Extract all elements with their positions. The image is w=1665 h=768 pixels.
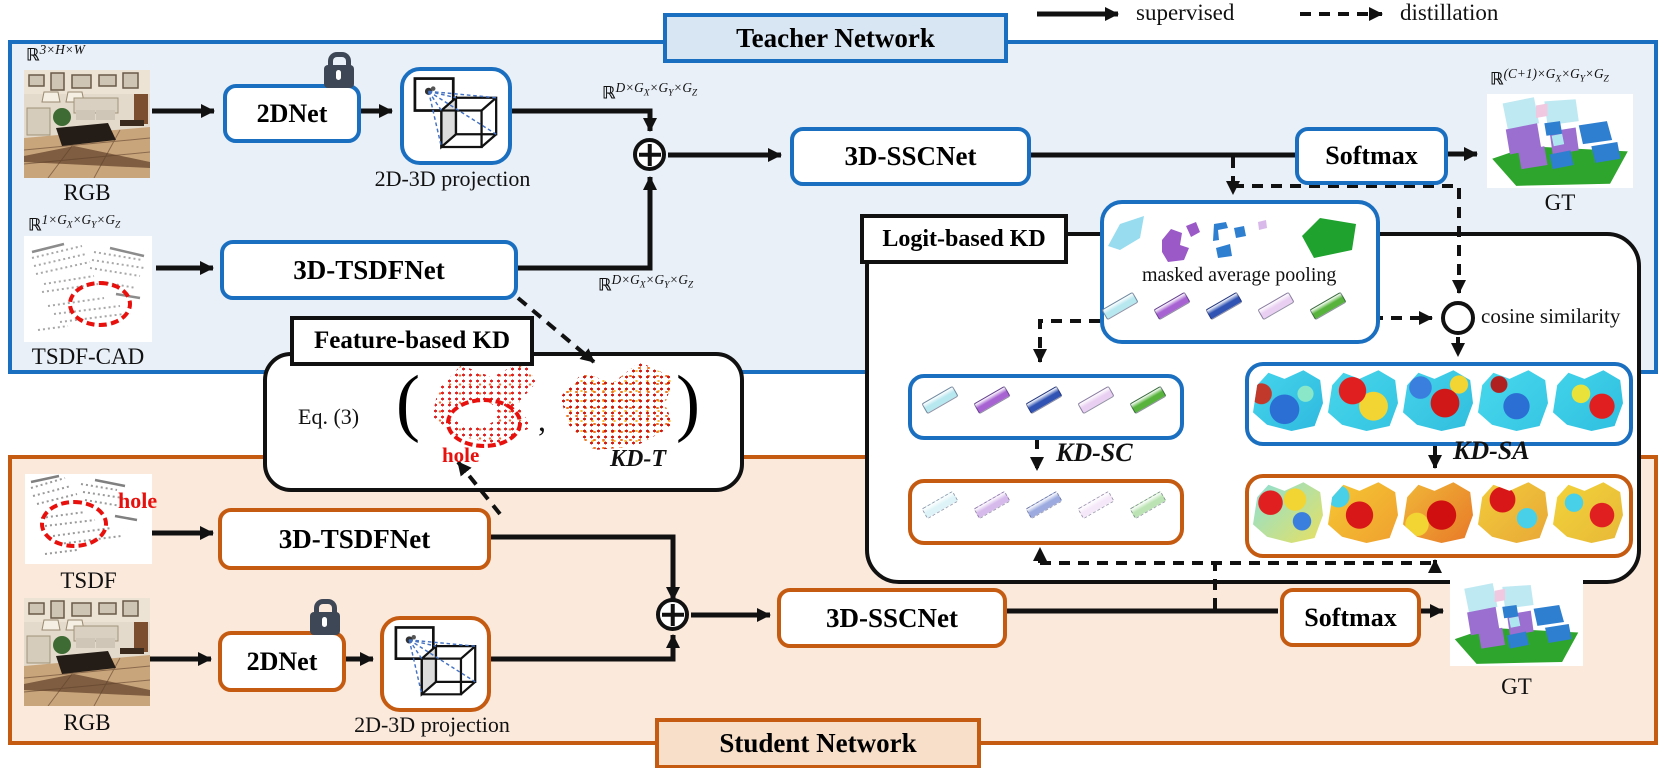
class-vector-bar <box>1025 490 1063 520</box>
arrow-projection-to-sum-teacher <box>504 108 657 132</box>
kdsc-label: KD-SC <box>1056 438 1133 467</box>
teacher-gt-image <box>1487 94 1633 188</box>
student-projection-label: 2D-3D projection <box>354 712 510 737</box>
arrow-projection-to-sum-student <box>483 634 680 662</box>
teacher-tsdfcad-label: TSDF-CAD <box>31 344 145 369</box>
feature-kd-kdt-label: KD-T <box>610 446 666 472</box>
similarity-heatmap <box>1478 482 1548 543</box>
arrow-tsdfnet-to-sum-teacher <box>510 176 657 271</box>
teacher-hole-ellipse <box>68 281 132 327</box>
logit-kd-title: Logit-based KD <box>860 214 1068 264</box>
class-vector-bar <box>973 385 1011 415</box>
teacher-tsdfnet-box: 3D-TSDFNet <box>220 240 518 300</box>
kdsc-teacher-bars <box>916 378 1176 428</box>
similarity-heatmap <box>1253 370 1323 431</box>
student-network-banner: Student Network <box>655 718 981 768</box>
similarity-heatmap <box>1553 482 1623 543</box>
class-vector-bar <box>1309 291 1347 321</box>
student-gt-label: GT <box>1501 674 1532 699</box>
teacher-tsdf-feat-dim: ℝD×GX×GY×GZ <box>598 272 694 296</box>
class-vector-bar <box>1153 291 1191 321</box>
teacher-tsdf-dim: ℝ1×GX×GY×GZ <box>28 212 121 236</box>
student-rgb-label: RGB <box>63 710 111 735</box>
student-rgb-image <box>23 598 151 707</box>
class-vector-bar <box>1101 291 1139 321</box>
projection-icon <box>413 77 498 150</box>
feature-kd-open-paren: ( <box>396 360 420 444</box>
class-mask-icons <box>1108 216 1356 262</box>
student-tsdfnet-box: 3D-TSDFNet <box>218 508 491 570</box>
kdsa-teacher-heatmaps <box>1245 369 1625 433</box>
mask-floor-icon <box>1302 218 1356 258</box>
similarity-heatmap <box>1553 370 1623 431</box>
legend-distillation-label: distillation <box>1400 0 1499 25</box>
student-tsdf-label: TSDF <box>60 568 117 593</box>
feature-kd-hole-label: hole <box>442 443 480 467</box>
similarity-heatmap <box>1403 482 1473 543</box>
teacher-projection-label: 2D-3D projection <box>374 166 531 191</box>
kdsa-label: KD-SA <box>1453 436 1530 465</box>
class-vector-bar <box>921 385 959 415</box>
feature-kd-title: Feature-based KD <box>290 316 534 366</box>
class-vector-bar <box>1025 385 1063 415</box>
class-vector-bar <box>921 490 959 520</box>
teacher-softmax-box: Softmax <box>1295 127 1448 185</box>
student-hole-ellipse <box>40 500 108 548</box>
class-vector-bar <box>1077 385 1115 415</box>
similarity-heatmap <box>1253 482 1323 543</box>
feature-kd-comma: , <box>538 402 546 438</box>
kdsa-student-heatmaps <box>1245 481 1625 545</box>
student-softmax-box: Softmax <box>1280 588 1421 647</box>
student-gt-image <box>1450 580 1583 666</box>
feature-kd-close-paren: ) <box>676 360 700 444</box>
class-vector-bar <box>1129 490 1167 520</box>
class-vector-bar <box>1077 490 1115 520</box>
similarity-heatmap <box>1328 370 1398 431</box>
teacher-sum-operator <box>633 138 666 171</box>
projection-icon <box>394 626 476 697</box>
cosine-similarity-operator <box>1441 301 1475 335</box>
class-vector-bar <box>973 490 1011 520</box>
student-2dnet-box: 2DNet <box>218 631 346 692</box>
legend-supervised-label: supervised <box>1136 0 1235 25</box>
teacher-sscnet-box: 3D-SSCNet <box>790 127 1031 186</box>
class-vector-bar <box>1129 385 1167 415</box>
pooling-box <box>1100 200 1380 344</box>
arrow-tsdfnet-to-sum-student <box>483 534 680 601</box>
teacher-input-dim: ℝ3×H×W <box>26 42 85 66</box>
class-vector-bar <box>1205 291 1243 321</box>
teacher-network-banner: Teacher Network <box>663 13 1008 63</box>
feature-kd-eq-label: Eq. (3) <box>298 404 360 429</box>
pooled-class-vectors-teacher <box>1096 284 1368 332</box>
mask-furniture-icon <box>1162 222 1200 262</box>
teacher-rgb-label: RGB <box>63 180 111 205</box>
teacher-feat-dim: ℝD×GX×GY×GZ <box>602 80 698 104</box>
pooling-label: masked average pooling <box>1142 264 1337 286</box>
dashed-pooled-to-kdsc-teacher <box>1033 319 1100 363</box>
similarity-heatmap <box>1328 482 1398 543</box>
feature-kd-hole-ellipse <box>446 398 522 448</box>
class-vector-bar <box>1257 291 1295 321</box>
similarity-heatmap <box>1478 370 1548 431</box>
mask-small-icon <box>1258 220 1267 230</box>
mask-ceiling-icon <box>1108 216 1144 250</box>
kdsc-student-bars <box>916 483 1176 533</box>
teacher-gt-label: GT <box>1544 190 1576 215</box>
cosine-similarity-label: cosine similarity <box>1481 304 1621 328</box>
teacher-rgb-image <box>23 70 151 179</box>
dashed-student-tsdfnet-to-hole <box>456 460 502 516</box>
teacher-2dnet-lock-icon <box>324 52 354 88</box>
similarity-heatmap <box>1403 370 1473 431</box>
teacher-2dnet-box: 2DNet <box>223 84 361 143</box>
student-projection-box <box>380 616 491 712</box>
student-hole-label: hole <box>118 488 158 513</box>
student-sscnet-box: 3D-SSCNet <box>777 588 1007 648</box>
teacher-projection-box <box>400 67 512 165</box>
student-2dnet-lock-icon <box>310 599 340 635</box>
teacher-output-dim: ℝ(C+1)×GX×GY×GZ <box>1490 66 1609 90</box>
mask-objects-icon <box>1213 222 1246 258</box>
student-sum-operator <box>656 598 689 631</box>
dashed-teacher-tsdfnet-to-kdt <box>516 296 596 364</box>
